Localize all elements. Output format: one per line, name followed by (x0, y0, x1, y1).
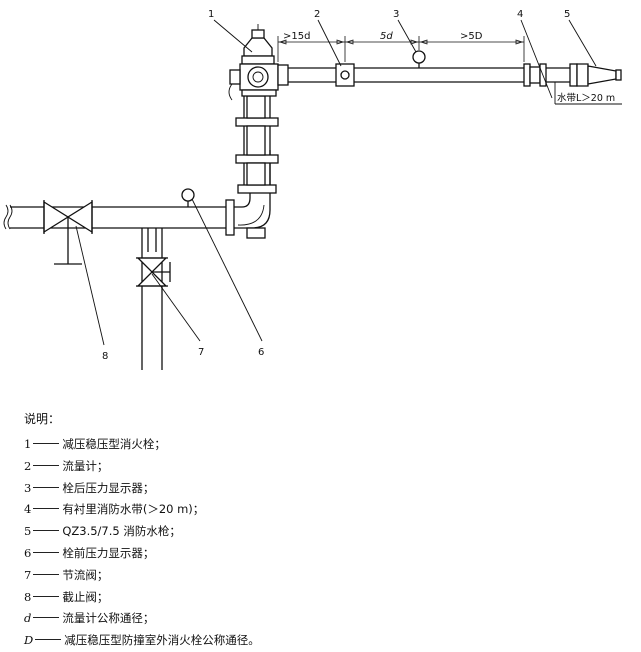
callout-2: 2 (314, 9, 320, 20)
hose-length-label: 水带L＞20 m (557, 92, 615, 104)
legend-dash (33, 530, 60, 532)
legend-text: 栓前压力显示器； (62, 545, 155, 560)
legend-text: 有衬里消防水带(＞20 m)； (62, 502, 205, 517)
callout-leaders (75, 19, 597, 346)
dimension-lines (277, 36, 525, 62)
legend: 说明： 1 减压稳压型消火栓； 2 流量计； 3 栓后压力显示器； 4 有衬里消防水带(… (24, 411, 624, 652)
dim-label-5d: 5d (380, 31, 393, 42)
branch-pipe (141, 228, 163, 370)
legend-key: 2 (24, 458, 32, 473)
legend-key: D (24, 633, 34, 648)
legend-dash (33, 617, 60, 619)
legend-key: 1 (24, 437, 32, 451)
legend-item: 5 QZ3.5/7.5 消防水枪； (24, 521, 624, 543)
hose-length-marker (554, 82, 622, 105)
hydrant (228, 24, 279, 101)
callout-5: 5 (564, 9, 570, 20)
legend-key: 3 (24, 480, 32, 495)
callout-1: 1 (208, 9, 214, 20)
legend-dash (35, 639, 62, 641)
legend-item: D 减压稳压型防撞室外消火栓公称通径。 (24, 630, 624, 652)
legend-dash (33, 595, 60, 597)
legend-text: 减压稳压型防撞室外消火栓公称通径。 (64, 633, 260, 648)
legend-key: 4 (24, 502, 32, 517)
legend-key: 8 (24, 589, 32, 604)
outlet-pressure-gauge (412, 50, 426, 68)
legend-item: 8 截止阀； (24, 587, 624, 609)
test-setup-diagram: >15d 5d >5D 水带L＞20 m 1 2 3 4 5 6 7 8 (3, 9, 622, 370)
legend-dash (33, 464, 60, 466)
legend-item: 3 栓后压力显示器； (24, 478, 624, 500)
legend-dash (33, 551, 60, 553)
legend-text: QZ3.5/7.5 消防水枪； (62, 524, 181, 539)
legend-text: 流量计公称通径； (62, 611, 155, 626)
callout-7: 7 (198, 347, 204, 358)
legend-dash (33, 486, 60, 488)
outlet-pipe (277, 64, 524, 86)
elbow-pipe (225, 150, 271, 239)
callout-4: 4 (517, 9, 523, 20)
inlet-pipe (3, 204, 228, 230)
legend-key: d (24, 611, 32, 626)
legend-key: 6 (24, 545, 32, 560)
callout-3: 3 (393, 9, 399, 20)
legend-dash (33, 508, 60, 510)
legend-text: 栓后压力显示器； (62, 480, 155, 495)
dim-label-15d: >15d (283, 31, 310, 42)
riser-pipe (235, 90, 279, 194)
inlet-pressure-gauge (181, 188, 195, 207)
callout-8: 8 (102, 351, 108, 362)
legend-heading: 说明： (24, 412, 61, 426)
legend-item: 1 减压稳压型消火栓； (24, 434, 624, 456)
dim-label-5D: >5D (460, 31, 483, 42)
legend-text: 节流阀； (62, 567, 109, 582)
legend-item: 4 有衬里消防水带(＞20 m)； (24, 499, 624, 521)
legend-key: 5 (24, 524, 32, 539)
legend-item: 7 节流阀； (24, 565, 624, 587)
nozzle (569, 63, 622, 87)
legend-dash (33, 573, 60, 575)
stop-valve (43, 200, 93, 265)
legend-item: 6 栓前压力显示器； (24, 543, 624, 565)
legend-text: 流量计； (62, 458, 109, 473)
legend-text: 减压稳压型消火栓； (62, 437, 166, 451)
legend-dash (33, 443, 60, 444)
throttle-valve (136, 257, 171, 287)
legend-item: 2 流量计； (24, 456, 624, 478)
legend-text: 截止阀； (62, 589, 109, 604)
hose-coupling (523, 63, 570, 87)
callout-6: 6 (258, 347, 264, 358)
legend-key: 7 (24, 567, 32, 582)
legend-item: d 流量计公称通径； (24, 608, 624, 630)
flow-meter (335, 63, 355, 87)
